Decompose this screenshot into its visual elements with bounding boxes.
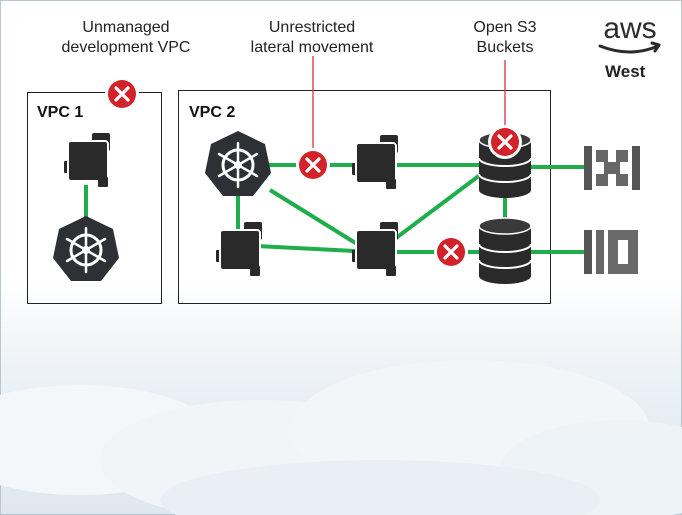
database-icon: [478, 217, 532, 285]
error-x-icon: [294, 146, 332, 184]
cloud-background: [0, 360, 682, 515]
vpc-1-title: VPC 1: [37, 104, 84, 121]
kubernetes-icon: [203, 129, 273, 198]
compute-node-icon: [351, 134, 399, 190]
vpc-2-box: [178, 90, 551, 304]
error-x-icon: [103, 75, 141, 113]
compute-node-icon: [215, 221, 263, 277]
region-label: West: [605, 62, 646, 81]
aws-logo: aws: [598, 12, 661, 54]
callout-open-s3: Open S3 Buckets: [473, 19, 537, 56]
vpc-1-box: [27, 92, 162, 304]
vpc-2-title: VPC 2: [189, 104, 236, 121]
api-gateway-icon: [584, 146, 640, 190]
callout-lateral-movement: Unrestricted lateral movement: [250, 19, 374, 56]
lambda-icon: [584, 230, 638, 274]
compute-node-icon: [63, 132, 111, 188]
error-x-icon: [432, 233, 470, 271]
aws-logo-text: aws: [603, 12, 656, 45]
error-x-icon: [486, 123, 524, 161]
kubernetes-icon: [51, 214, 121, 283]
callout-unmanaged-vpc: Unmanaged development VPC: [61, 19, 191, 56]
compute-node-icon: [351, 221, 399, 277]
